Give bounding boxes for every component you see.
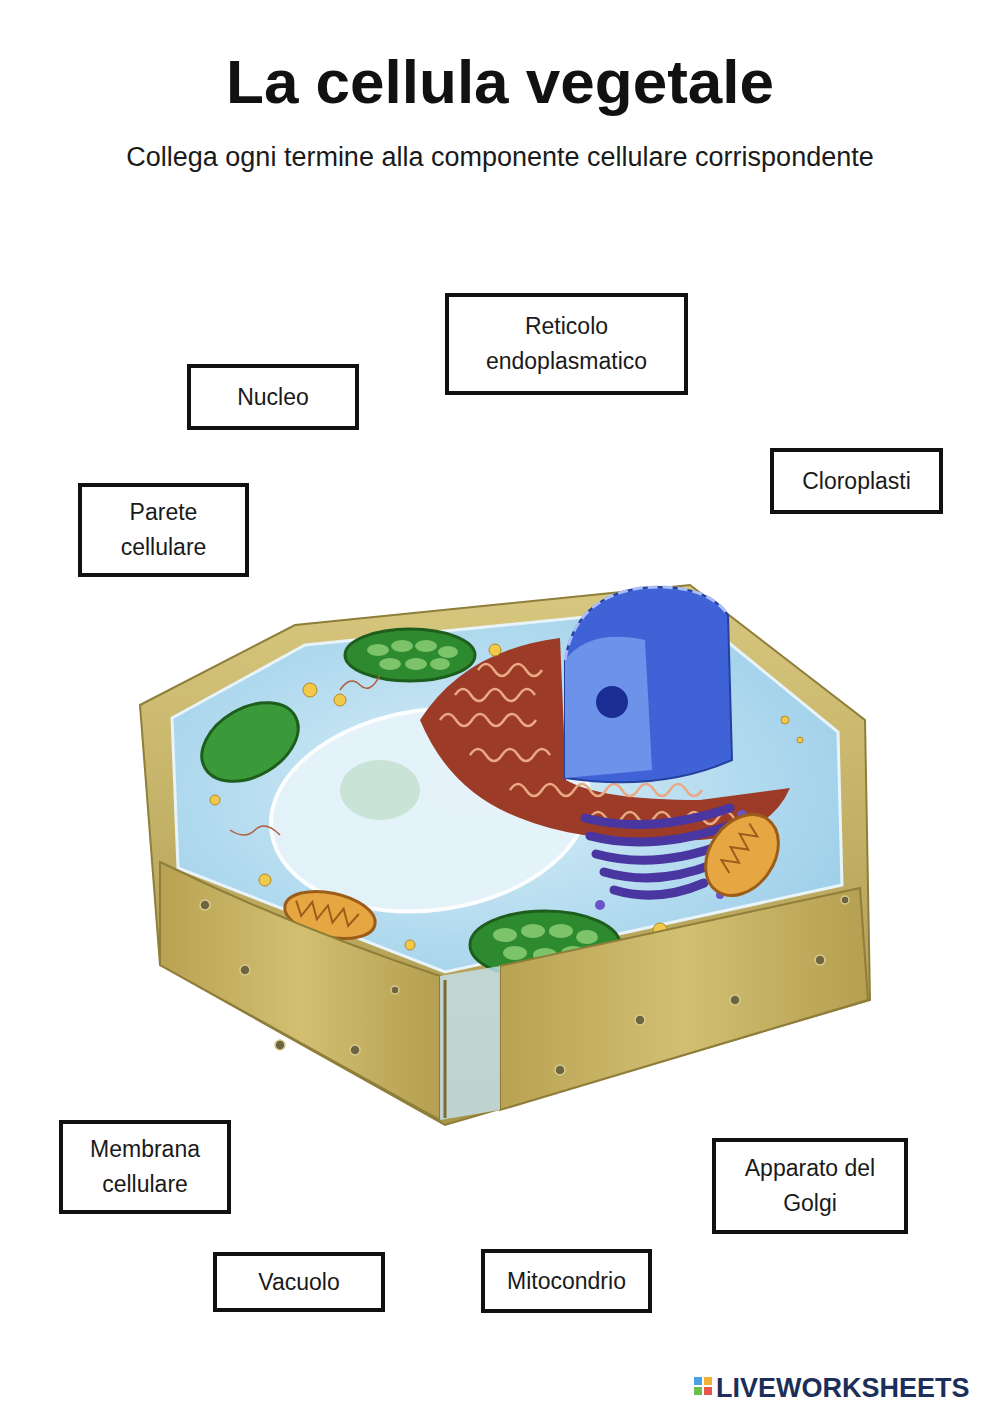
watermark: LIVEWORKSHEETS xyxy=(716,1370,992,1406)
cell-wall-front xyxy=(500,888,868,1110)
term-label: Vacuolo xyxy=(258,1265,339,1300)
term-box: Vacuolo xyxy=(213,1252,385,1312)
term-label: Apparato del Golgi xyxy=(732,1151,888,1221)
term-label: Parete cellulare xyxy=(98,495,229,565)
logo-icon xyxy=(694,1377,712,1395)
mitochondrion xyxy=(691,801,794,910)
term-label: Reticolo endoplasmatico xyxy=(465,309,668,379)
instruction: Collega ogni termine alla componente cel… xyxy=(0,139,1000,175)
nucleus xyxy=(565,587,732,782)
nuclear-envelope xyxy=(565,587,728,660)
term-box: Parete cellulare xyxy=(78,483,249,577)
term-box-content: Nucleo xyxy=(237,380,309,415)
cell-membrane-cut xyxy=(440,966,500,1120)
cytoskeleton xyxy=(230,675,650,955)
term-box: Mitocondrio xyxy=(481,1249,652,1313)
term-box: Cloroplasti xyxy=(770,448,943,514)
term-box-content: Parete cellulare xyxy=(98,495,229,565)
nucleus-cut xyxy=(565,637,652,778)
chloroplast xyxy=(188,687,312,798)
cell-wall xyxy=(140,585,870,1125)
term-label: Mitocondrio xyxy=(507,1264,626,1299)
term-box: Reticolo endoplasmatico xyxy=(445,293,688,395)
cell-wall-front xyxy=(160,862,440,1120)
term-box: Apparato del Golgi xyxy=(712,1138,908,1234)
term-label: Nucleo xyxy=(237,380,309,415)
term-label: Cloroplasti xyxy=(802,464,911,499)
plasmodesmata xyxy=(200,896,849,1075)
term-box-content: Mitocondrio xyxy=(507,1264,626,1299)
term-box: Membrana cellulare xyxy=(59,1120,231,1214)
wall-slit xyxy=(444,980,447,1118)
term-box-content: Cloroplasti xyxy=(802,464,911,499)
vacuole-shade xyxy=(340,760,420,820)
term-box: Nucleo xyxy=(187,364,359,430)
vesicles xyxy=(210,644,803,950)
term-box-content: Apparato del Golgi xyxy=(732,1151,888,1221)
nucleolus xyxy=(596,686,628,718)
chloroplast xyxy=(345,629,475,681)
term-label: Membrana cellulare xyxy=(79,1132,211,1202)
term-box-content: Membrana cellulare xyxy=(79,1132,211,1202)
title: La cellula vegetale xyxy=(0,42,1000,122)
term-box-content: Vacuolo xyxy=(258,1265,339,1300)
term-box-content: Reticolo endoplasmatico xyxy=(465,309,668,379)
